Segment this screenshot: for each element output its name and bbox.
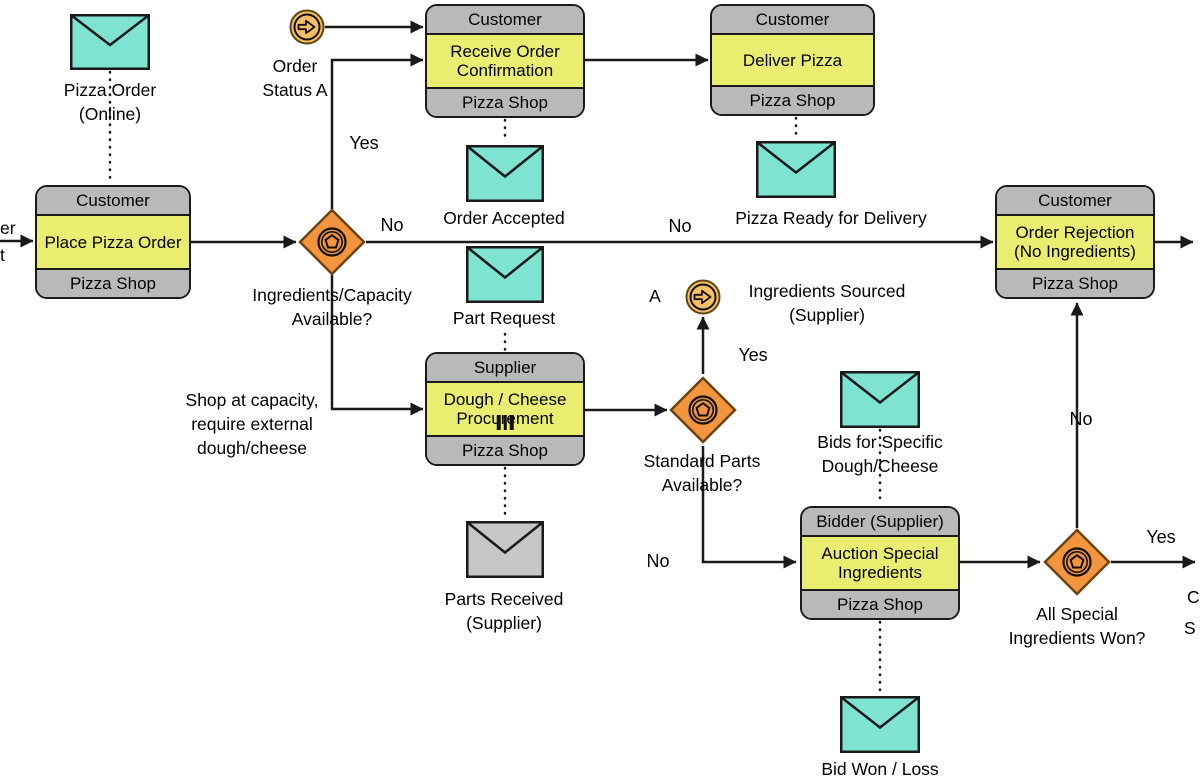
task-name: Dough / Cheese Procurement	[427, 383, 583, 435]
task-label: Deliver Pizza	[742, 50, 843, 70]
task-lane-top: Supplier	[427, 354, 583, 383]
gateway-ingredients-capacity	[298, 208, 366, 276]
gateway-standard-parts-label: Standard Parts Available?	[643, 451, 761, 495]
lane-label: Customer	[468, 10, 542, 29]
event-ingredients-sourced-label: Ingredients Sourced (Supplier)	[748, 281, 906, 325]
task-name: Receive Order Confirmation	[427, 35, 583, 87]
lane-label: Supplier	[473, 358, 537, 377]
lane-label: Pizza Shop	[1032, 274, 1118, 293]
message-order-accepted-label: Order Accepted	[443, 208, 565, 228]
message-bid-won-icon	[840, 696, 920, 753]
flow-label-gw1-no: No	[380, 215, 404, 235]
lane-label: Customer	[755, 10, 830, 29]
task-lane-bottom: Pizza Shop	[802, 589, 958, 618]
task-name: Auction Special Ingredients	[802, 537, 958, 589]
clipped-text-left-top: er	[0, 218, 16, 238]
task-name: Place Pizza Order	[37, 216, 189, 268]
clipped-text-left-bottom: t	[0, 245, 5, 265]
gateway-all-special-won-label: All Special Ingredients Won?	[1008, 604, 1146, 648]
flow-gw2-no	[701, 446, 797, 569]
gateway-ingredients-capacity-label: Ingredients/Capacity Available?	[252, 285, 412, 329]
task-deliver-pizza: Customer Deliver Pizza Pizza Shop	[710, 4, 875, 116]
task-label: Order Rejection (No Ingredients)	[1014, 223, 1136, 261]
task-lane-bottom: Pizza Shop	[427, 435, 583, 464]
event-order-status-label: Order Status A	[262, 56, 328, 100]
lane-label: Pizza Shop	[70, 274, 156, 293]
clipped-text-right-bottom: S	[1184, 618, 1196, 638]
flow-label-capacity-note: Shop at capacity, require external dough…	[185, 390, 319, 458]
task-lane-top: Customer	[427, 6, 583, 35]
task-place-pizza-order: Customer Place Pizza Order Pizza Shop	[35, 185, 191, 299]
message-part-request-label: Part Request	[452, 308, 556, 328]
gateway-standard-parts	[669, 376, 737, 444]
task-auction-special-ingredients: Bidder (Supplier) Auction Special Ingred…	[800, 506, 960, 620]
flow-label-gw2-no: No	[646, 551, 670, 571]
lane-label: Customer	[1038, 191, 1112, 210]
gateway-all-special-won	[1043, 528, 1111, 596]
message-bids-icon	[840, 371, 920, 428]
task-label: Place Pizza Order	[44, 232, 182, 252]
task-order-rejection: Customer Order Rejection (No Ingredients…	[995, 185, 1155, 299]
event-order-status-icon	[289, 9, 325, 45]
task-name: Deliver Pizza	[712, 35, 873, 85]
task-lane-bottom: Pizza Shop	[997, 268, 1153, 297]
lane-label: Pizza Shop	[837, 595, 923, 614]
arrow-icon	[693, 289, 712, 305]
message-pizza-ready-label: Pizza Ready for Delivery	[735, 208, 927, 228]
clipped-text-right-top: C	[1187, 587, 1200, 607]
message-parts-received-icon	[466, 521, 544, 578]
lane-label: Customer	[76, 191, 150, 210]
task-label: Dough / Cheese Procurement	[443, 390, 567, 428]
task-receive-order-confirmation: Customer Receive Order Confirmation Pizz…	[425, 4, 585, 118]
flow-label-no-mid: No	[668, 216, 692, 236]
task-lane-top: Customer	[37, 187, 189, 216]
task-dough-cheese-procurement: Supplier Dough / Cheese Procurement Pizz…	[425, 352, 585, 466]
flow-label-gw1-yes: Yes	[349, 133, 379, 153]
task-lane-bottom: Pizza Shop	[427, 87, 583, 116]
parallel-multi-instance-icon	[496, 415, 514, 430]
task-label: Auction Special Ingredients	[821, 544, 939, 582]
flow-label-gw3-no: No	[1069, 409, 1093, 429]
message-bid-won-label: Bid Won / Loss	[821, 759, 939, 779]
task-lane-top: Bidder (Supplier)	[802, 508, 958, 537]
task-lane-top: Customer	[997, 187, 1153, 216]
task-lane-bottom: Pizza Shop	[37, 268, 189, 297]
task-lane-bottom: Pizza Shop	[712, 85, 873, 114]
lane-label: Pizza Shop	[462, 441, 548, 460]
event-ingredients-sourced-icon	[685, 279, 721, 315]
event-ingredients-sourced-a-label: A	[649, 286, 661, 306]
lane-label: Pizza Shop	[462, 93, 548, 112]
message-pizza-order-icon	[70, 14, 150, 70]
flow-gw1-down	[330, 275, 424, 416]
flow-label-gw3-yes: Yes	[1146, 527, 1176, 547]
flow-label-gw2-yes: Yes	[738, 345, 768, 365]
message-bids-label: Bids for Specific Dough/Cheese	[817, 432, 943, 476]
message-part-request-icon	[466, 246, 544, 303]
message-parts-received-label: Parts Received (Supplier)	[444, 589, 564, 633]
lane-label: Bidder (Supplier)	[816, 512, 944, 531]
message-pizza-ready-icon	[756, 141, 836, 198]
lane-label: Pizza Shop	[749, 91, 836, 110]
task-lane-top: Customer	[712, 6, 873, 35]
task-name: Order Rejection (No Ingredients)	[997, 216, 1153, 268]
message-pizza-order-label: Pizza Order (Online)	[63, 80, 157, 124]
message-order-accepted-icon	[466, 145, 544, 202]
arrow-icon	[297, 19, 316, 35]
flow-gw1-yes	[330, 53, 424, 209]
task-label: Receive Order Confirmation	[450, 42, 560, 80]
